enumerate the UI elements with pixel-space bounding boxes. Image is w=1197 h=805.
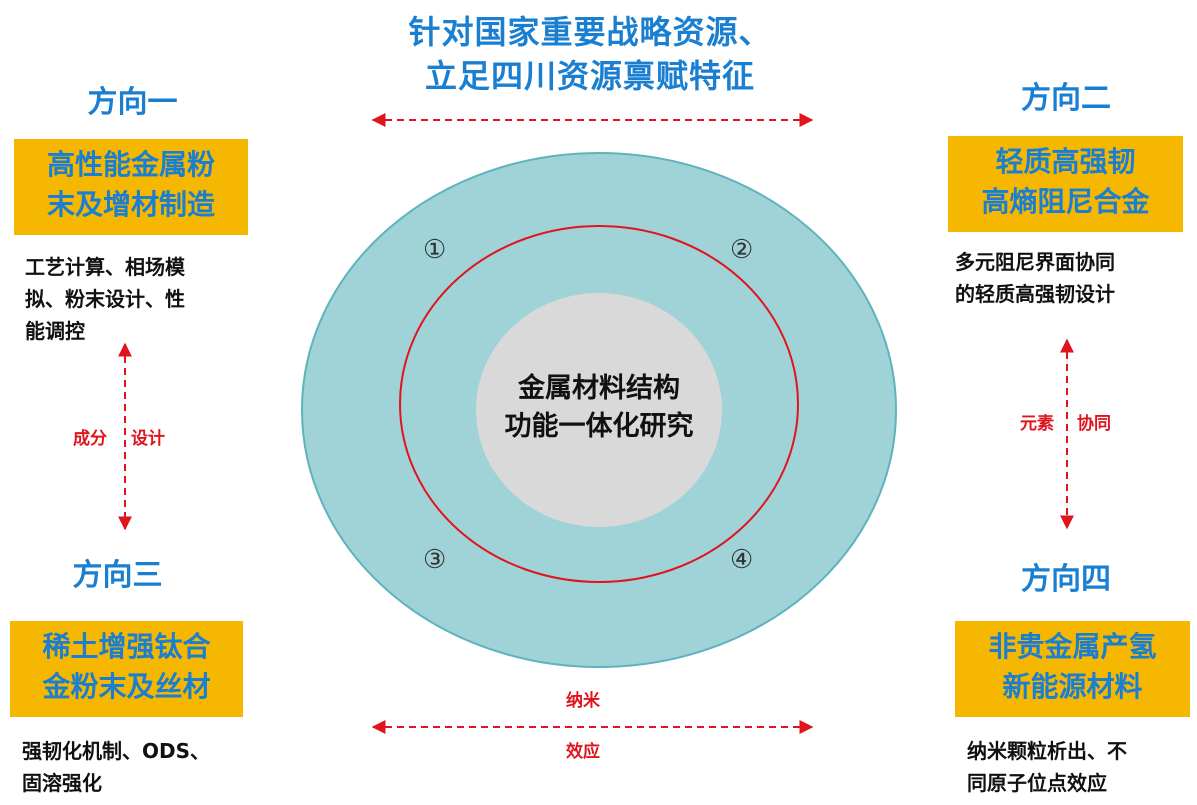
direction-4-box-line-1: 非贵金属产氢 <box>988 630 1157 663</box>
direction-4-desc-line-1: 纳米颗粒析出、不 <box>967 739 1127 763</box>
direction-4-title: 方向四 <box>1021 562 1111 597</box>
direction-2-desc-line-1: 多元阻尼界面协同 <box>955 250 1115 274</box>
direction-3-box-line-1: 稀土增强钛合 <box>42 630 211 663</box>
red-ring <box>399 225 799 583</box>
direction-3-desc-line-1: 强韧化机制、ODS、 <box>22 739 211 763</box>
link-right-label-b: 协同 <box>1077 414 1111 434</box>
direction-1-desc-line-3: 能调控 <box>25 319 85 343</box>
direction-2-title: 方向二 <box>1021 81 1111 116</box>
marker-3: ③ <box>423 545 447 575</box>
direction-3-box: 稀土增强钛合 金粉末及丝材 <box>10 621 243 717</box>
direction-2-box: 轻质高强韧 高熵阻尼合金 <box>948 136 1183 232</box>
direction-1-box-line-2: 末及增材制造 <box>46 188 215 221</box>
link-right-label-a: 元素 <box>1020 414 1054 434</box>
direction-2-box-line-1: 轻质高强韧 <box>995 145 1136 178</box>
direction-2-desc: 多元阻尼界面协同 的轻质高强韧设计 <box>955 246 1185 310</box>
link-bottom-label-b: 效应 <box>566 742 600 762</box>
link-bottom-label-a: 纳米 <box>566 691 600 711</box>
direction-2-desc-line-2: 的轻质高强韧设计 <box>955 282 1115 306</box>
direction-1-desc-line-1: 工艺计算、相场模 <box>25 255 185 279</box>
title-line-1: 针对国家重要战略资源、 <box>408 13 772 51</box>
center-line-2: 功能一体化研究 <box>504 411 694 442</box>
marker-2: ② <box>730 235 754 265</box>
direction-3-desc-line-2: 固溶强化 <box>22 771 102 795</box>
direction-4-box-line-2: 新能源材料 <box>1002 670 1143 703</box>
link-left-label-a: 成分 <box>73 429 107 449</box>
direction-1-desc-line-2: 拟、粉末设计、性 <box>25 287 185 311</box>
direction-2-box-line-2: 高熵阻尼合金 <box>981 185 1150 218</box>
center-line-1: 金属材料结构 <box>518 373 680 404</box>
direction-4-desc: 纳米颗粒析出、不 同原子位点效应 <box>967 735 1192 799</box>
core-circle <box>476 293 722 527</box>
direction-3-title: 方向三 <box>72 558 163 593</box>
direction-4-box: 非贵金属产氢 新能源材料 <box>955 621 1190 717</box>
marker-1: ① <box>423 235 447 265</box>
diagram-title: 针对国家重要战略资源、 立足四川资源禀赋特征 <box>330 10 850 98</box>
direction-3-desc: 强韧化机制、ODS、 固溶强化 <box>22 735 257 799</box>
direction-1-title: 方向一 <box>87 85 178 120</box>
direction-4-desc-line-2: 同原子位点效应 <box>967 771 1107 795</box>
direction-1-box-line-1: 高性能金属粉 <box>46 148 215 181</box>
direction-1-box: 高性能金属粉 末及增材制造 <box>14 139 248 235</box>
direction-1-desc: 工艺计算、相场模 拟、粉末设计、性 能调控 <box>25 251 255 347</box>
marker-4: ④ <box>730 545 754 575</box>
link-left-label-b: 设计 <box>131 429 165 449</box>
center-label: 金属材料结构 功能一体化研究 <box>476 370 722 446</box>
direction-3-box-line-2: 金粉末及丝材 <box>42 670 211 703</box>
title-line-2: 立足四川资源禀赋特征 <box>424 57 755 95</box>
